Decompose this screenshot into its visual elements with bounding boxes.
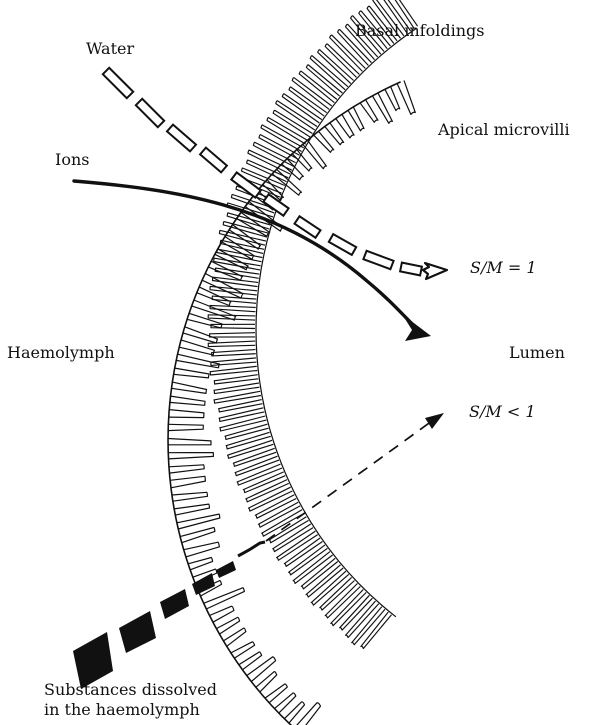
- apical-microvilli-label: Apical microvilli: [438, 121, 570, 139]
- substances-line-1: Substances dissolved: [44, 680, 254, 700]
- apical-microvillus: [208, 315, 255, 320]
- apical-microvillus: [293, 552, 333, 584]
- basal-infolding: [360, 100, 378, 123]
- haemolymph-label: Haemolymph: [7, 344, 115, 362]
- water-dash: [103, 68, 133, 98]
- water-dash: [400, 263, 422, 276]
- basal-membrane-line: [168, 82, 401, 725]
- apical-microvillus: [325, 584, 360, 619]
- sm-equal-label: S/M = 1: [470, 259, 537, 277]
- apical-microvillus: [331, 590, 367, 626]
- basal-infolding: [385, 87, 400, 111]
- basal-infolding: [174, 504, 209, 515]
- basal-infolding: [177, 514, 220, 529]
- basal-infolding: [294, 703, 320, 725]
- basal-infolding: [170, 396, 205, 405]
- apical-microvillus: [212, 350, 256, 356]
- apical-microvillus: [214, 375, 258, 384]
- apical-microvillus: [310, 56, 348, 90]
- apical-microvillus: [340, 595, 373, 630]
- basal-infolding: [174, 368, 210, 378]
- apical-microvillus: [212, 296, 256, 303]
- basal-infolding: [168, 439, 211, 445]
- basal-infolding: [171, 382, 206, 393]
- basal-infolding: [348, 107, 364, 131]
- apical-microvillus: [227, 213, 270, 229]
- water-dash: [363, 251, 393, 269]
- sm-less-label: S/M < 1: [469, 403, 536, 421]
- apical-microvillus: [311, 571, 349, 605]
- basal-infolding: [223, 628, 245, 646]
- basal-infolding: [169, 465, 204, 473]
- water-dash: [167, 125, 196, 152]
- apical-microvillus: [299, 71, 337, 103]
- basal-infolding: [169, 410, 204, 418]
- apical-microvillus: [318, 50, 354, 84]
- water-dash: [329, 234, 356, 255]
- apical-microvillus: [306, 565, 343, 597]
- apical-microvilli-layer: [208, 0, 417, 648]
- basal-infolding: [168, 424, 203, 430]
- apical-microvillus: [320, 577, 355, 610]
- basal-infoldings-layer: [168, 80, 415, 725]
- apical-microvillus: [211, 324, 255, 328]
- apical-microvillus: [330, 35, 366, 71]
- apical-microvillus: [346, 601, 379, 638]
- water-dash: [136, 99, 164, 127]
- basal-infolding: [210, 606, 234, 622]
- basal-infolding: [179, 340, 214, 355]
- ions-arrowhead: [402, 314, 431, 341]
- water-label: Water: [86, 40, 134, 58]
- apical-microvillus: [226, 432, 271, 449]
- apical-microvillus: [325, 44, 359, 77]
- apical-membrane-line: [256, 28, 416, 617]
- apical-microvillus: [208, 341, 255, 347]
- apical-microvillus: [220, 416, 266, 431]
- apical-microvillus: [215, 268, 259, 278]
- basal-infolding: [172, 492, 208, 501]
- apical-microvillus: [292, 78, 332, 110]
- basal-infolding: [216, 617, 239, 634]
- water-arrowhead: [423, 263, 447, 279]
- basal-infolding: [202, 273, 243, 298]
- water-dash: [231, 172, 260, 197]
- basal-infolding: [170, 476, 205, 488]
- apical-microvillus: [214, 383, 260, 394]
- apical-microvillus: [219, 408, 264, 422]
- apical-microvillus: [210, 333, 256, 337]
- water-dash: [263, 194, 288, 215]
- ions-label: Ions: [55, 151, 89, 169]
- apical-microvillus: [361, 612, 392, 649]
- apical-microvillus: [225, 424, 269, 439]
- lumen-label: Lumen: [509, 344, 565, 362]
- basal-infolding: [397, 80, 415, 114]
- basal-infolding: [183, 327, 218, 343]
- basal-infolding: [184, 542, 220, 557]
- apical-microvillus: [211, 358, 257, 366]
- substances-line-2: in the haemolymph: [44, 700, 254, 720]
- water-dash: [200, 148, 227, 173]
- basal-infolding: [168, 452, 213, 458]
- basal-infolding: [188, 558, 213, 570]
- basal-infolding: [180, 527, 215, 542]
- apical-microvillus: [352, 607, 385, 645]
- substances-caption: Substances dissolved in the haemolymph: [44, 680, 254, 720]
- basal-infolding: [231, 642, 255, 658]
- basal-infoldings-label: Basal infoldings: [355, 22, 484, 40]
- basal-infolding: [247, 657, 276, 682]
